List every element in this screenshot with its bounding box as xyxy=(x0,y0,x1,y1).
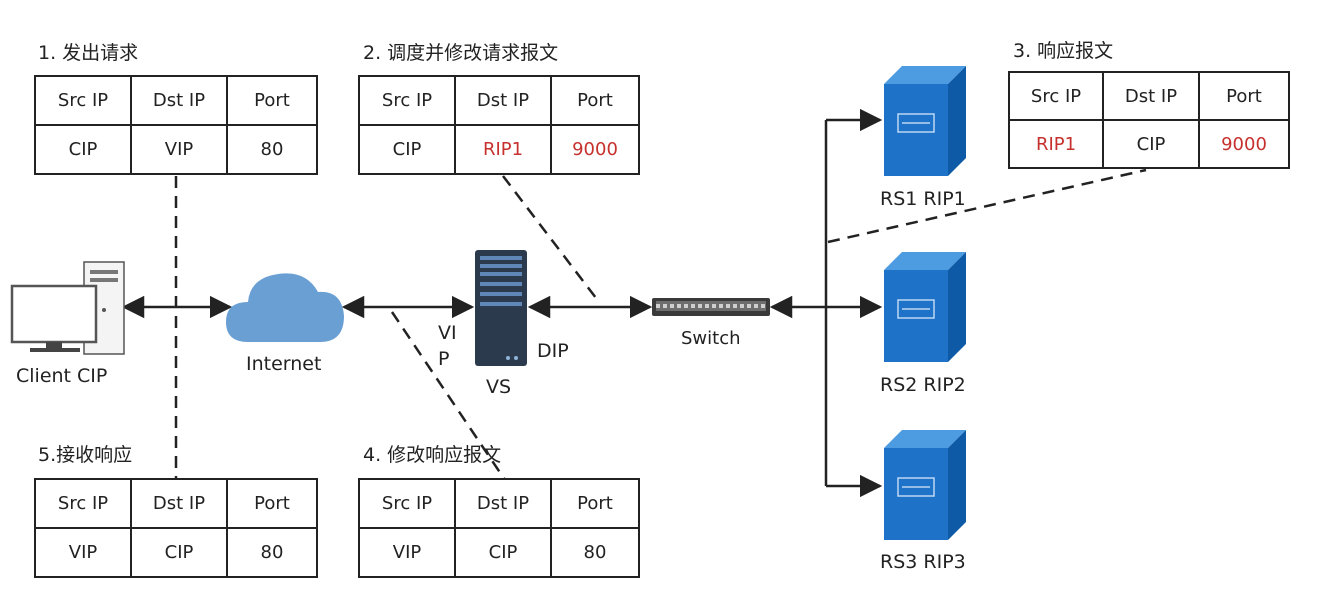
header-src-ip: Src IP xyxy=(358,75,456,126)
step1-packet-table: Src IP Dst IP Port CIP VIP 80 xyxy=(34,75,318,175)
step5-title: 5.接收响应 xyxy=(38,444,133,466)
header-dst-ip: Dst IP xyxy=(130,75,228,126)
client-computer-icon xyxy=(10,261,125,355)
vs-label: VS xyxy=(486,376,512,398)
internet-label: Internet xyxy=(246,353,322,375)
dashed-line-step4 xyxy=(390,311,507,481)
rs1-label: RS1 RIP1 xyxy=(880,188,966,210)
rs3-label: RS3 RIP3 xyxy=(880,551,966,573)
cell-dst-ip: VIP xyxy=(130,124,228,175)
header-port: Port xyxy=(1198,71,1290,121)
step2-packet-table: Src IP Dst IP Port CIP RIP1 9000 xyxy=(358,75,640,175)
step4-title: 4. 修改响应报文 xyxy=(363,444,502,466)
step4-packet-table: Src IP Dst IP Port VIP CIP 80 xyxy=(358,478,640,578)
header-dst-ip: Dst IP xyxy=(454,75,552,126)
cell-dst-ip: CIP xyxy=(130,527,228,578)
rs1-server-icon xyxy=(884,66,966,176)
switch-label: Switch xyxy=(681,328,741,349)
cell-port: 9000 xyxy=(1198,119,1290,169)
cell-dst-ip: CIP xyxy=(1102,119,1200,169)
dashed-line-step2 xyxy=(502,175,597,299)
step3-title: 3. 响应报文 xyxy=(1013,40,1114,62)
rs2-server-icon xyxy=(884,252,966,362)
cell-src-ip: VIP xyxy=(34,527,132,578)
header-src-ip: Src IP xyxy=(34,478,132,529)
switch-icon xyxy=(652,298,770,316)
header-port: Port xyxy=(550,478,640,529)
header-src-ip: Src IP xyxy=(34,75,132,126)
header-port: Port xyxy=(226,478,318,529)
step1-title: 1. 发出请求 xyxy=(38,42,139,64)
cell-src-ip: VIP xyxy=(358,527,456,578)
cell-src-ip: CIP xyxy=(34,124,132,175)
cell-src-ip: RIP1 xyxy=(1008,119,1104,169)
step2-title: 2. 调度并修改请求报文 xyxy=(363,42,559,64)
header-dst-ip: Dst IP xyxy=(1102,71,1200,121)
step3-packet-table: Src IP Dst IP Port RIP1 CIP 9000 xyxy=(1008,71,1290,169)
cell-port: 9000 xyxy=(550,124,640,175)
cell-dst-ip: CIP xyxy=(454,527,552,578)
client-label: Client CIP xyxy=(16,365,108,387)
cell-port: 80 xyxy=(226,124,318,175)
header-port: Port xyxy=(226,75,318,126)
header-src-ip: Src IP xyxy=(1008,71,1104,121)
vip-label: VI P xyxy=(438,322,457,370)
header-port: Port xyxy=(550,75,640,126)
step5-packet-table: Src IP Dst IP Port VIP CIP 80 xyxy=(34,478,318,578)
rs2-label: RS2 RIP2 xyxy=(880,374,966,396)
header-dst-ip: Dst IP xyxy=(454,478,552,529)
dashed-line-step3 xyxy=(827,168,1147,244)
cell-port: 80 xyxy=(550,527,640,578)
dip-label: DIP xyxy=(537,340,569,362)
rs3-server-icon xyxy=(884,430,966,540)
header-dst-ip: Dst IP xyxy=(130,478,228,529)
header-src-ip: Src IP xyxy=(358,478,456,529)
cell-port: 80 xyxy=(226,527,318,578)
vs-server-icon xyxy=(475,250,527,366)
cell-src-ip: CIP xyxy=(358,124,456,175)
internet-cloud-icon xyxy=(226,273,344,342)
cell-dst-ip: RIP1 xyxy=(454,124,552,175)
